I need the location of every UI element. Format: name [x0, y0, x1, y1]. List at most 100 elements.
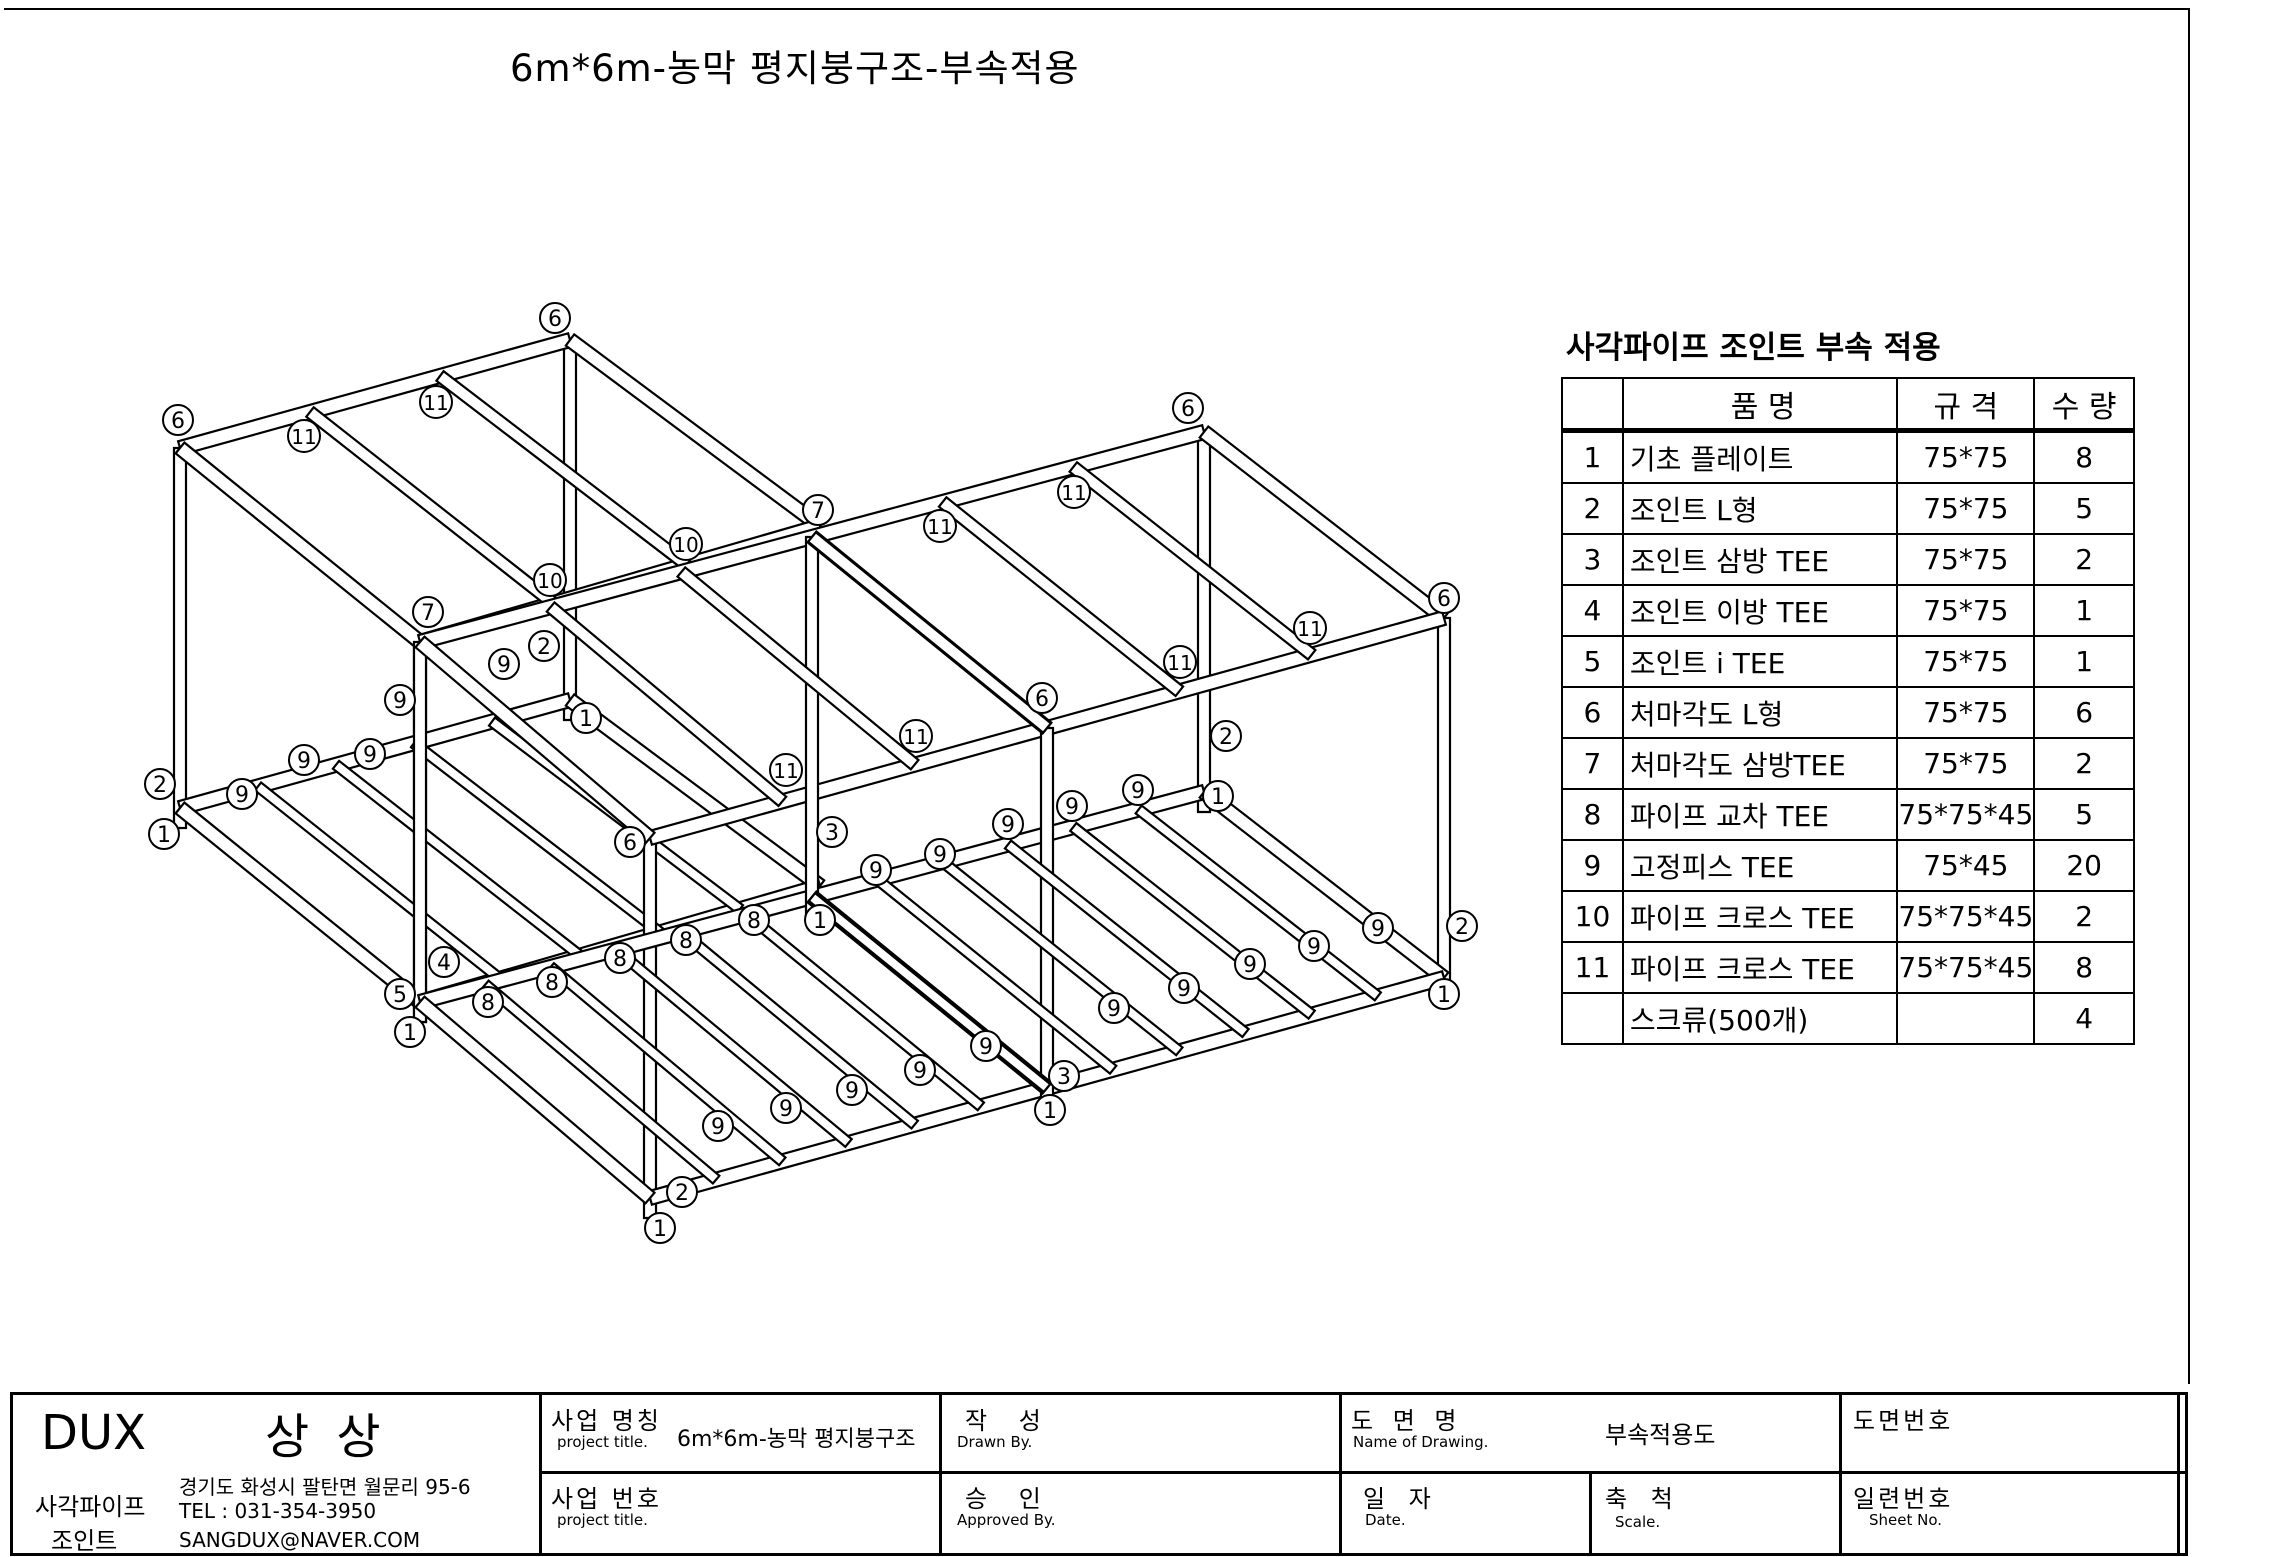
callout-part-number: 10	[537, 569, 562, 593]
callout-circle	[539, 302, 571, 334]
callout-part-number: 3	[825, 821, 839, 846]
callout-part-number: 9	[393, 689, 407, 714]
callout-circle	[488, 648, 520, 680]
callout-part-number: 11	[927, 515, 952, 539]
approved-en: Approved By.	[957, 1511, 1056, 1529]
callout-circle	[288, 744, 320, 776]
bom-cell-name: 기초 플레이트	[1621, 429, 1899, 484]
date-en: Date.	[1365, 1511, 1406, 1529]
bom-cell-no: 11	[1561, 941, 1624, 994]
bom-header-spec: 규 격	[1896, 377, 2036, 433]
bom-cell-no: 4	[1561, 584, 1624, 637]
callout-circle	[1056, 790, 1088, 822]
bom-cell-qty: 5	[2033, 788, 2135, 841]
callout-circle	[1362, 912, 1394, 944]
tb-divider	[1839, 1395, 1842, 1553]
bom-cell-qty: 2	[2033, 533, 2135, 586]
bom-header-qty: 수 량	[2033, 377, 2135, 433]
callout-circle	[412, 596, 444, 628]
callout-circle	[1298, 930, 1330, 962]
callout-part-number: 11	[773, 759, 798, 783]
bom-cell-spec: 75*75	[1896, 686, 2036, 739]
bom-cell-no: 10	[1561, 890, 1624, 943]
callout-part-number: 9	[979, 1035, 993, 1060]
callout-part-number: 1	[1437, 983, 1451, 1008]
callout-part-number: 8	[481, 991, 495, 1016]
bom-cell-no: 3	[1561, 533, 1624, 586]
bom-cell-qty: 8	[2033, 429, 2135, 484]
bom-cell-name: 파이프 교차 TEE	[1621, 788, 1899, 841]
bom-cell-qty: 8	[2033, 941, 2135, 994]
callout-part-number: 6	[623, 831, 637, 856]
bom-cell-qty: 20	[2033, 839, 2135, 892]
pipe-member	[1068, 460, 1317, 661]
callout-circle	[1048, 1060, 1080, 1092]
company-address: 경기도 화성시 팔탄면 월문리 95-6	[179, 1475, 471, 1499]
bom-cell-qty: 2	[2033, 890, 2135, 943]
company-tel: TEL : 031-354-3950	[179, 1499, 377, 1523]
pipe-member	[806, 530, 1053, 735]
callout-circle	[1168, 972, 1200, 1004]
tb-divider	[539, 1471, 2185, 1474]
callout-part-number: 8	[545, 971, 559, 996]
callout-part-number: 1	[1043, 1099, 1057, 1124]
pipe-member	[331, 759, 585, 962]
callout-circle	[804, 904, 836, 936]
callout-circle	[384, 978, 416, 1010]
callout-part-number: 4	[437, 951, 451, 976]
bom-cell-qty: 2	[2033, 737, 2135, 790]
callout-part-number: 9	[1307, 935, 1321, 960]
date-label: 일 자	[1363, 1485, 1434, 1513]
callout-circle	[970, 1030, 1002, 1062]
pipe-member	[1039, 726, 1055, 1110]
bom-header-no	[1561, 377, 1624, 433]
callout-circle	[1446, 910, 1478, 942]
callout-circle	[816, 816, 848, 848]
callout-circle	[384, 684, 416, 716]
callout-part-number: 9	[869, 859, 883, 884]
callout-circle	[1034, 1094, 1066, 1126]
callout-circle	[287, 419, 321, 453]
callout-part-number: 1	[579, 707, 593, 732]
pipe-member	[562, 338, 578, 722]
bom-cell-name: 스크류(500개)	[1621, 992, 1899, 1045]
drawing-title: 6m*6m-농막 평지붕구조-부속적용	[510, 47, 1080, 90]
callout-part-number: 2	[153, 773, 167, 798]
approved-label: 승 인	[965, 1485, 1044, 1513]
callout-part-number: 11	[903, 725, 928, 749]
bom-cell-name: 처마각도 삼방TEE	[1621, 737, 1899, 790]
bom-header-row: 품 명 규 격 수 량	[1561, 377, 2135, 433]
callout-circle	[1210, 720, 1242, 752]
callout-circle	[1428, 582, 1460, 614]
callout-circle	[738, 904, 770, 936]
callout-circle	[1293, 611, 1327, 645]
title-block: DUX 상 상 사각파이프 조인트 경기도 화성시 팔탄면 월문리 95-6 T…	[10, 1392, 2188, 1556]
callout-circle	[226, 778, 258, 810]
callout-circle	[802, 494, 834, 526]
callout-circle	[836, 1074, 868, 1106]
callout-part-number: 6	[1437, 587, 1451, 612]
callout-circle	[1057, 475, 1091, 509]
pipe-member	[1436, 616, 1452, 1000]
product-line-1: 사각파이프	[35, 1493, 146, 1521]
callout-part-number: 5	[393, 983, 407, 1008]
callout-part-number: 1	[813, 909, 827, 934]
callout-circle	[770, 1092, 802, 1124]
tb-divider	[539, 1395, 542, 1553]
bom-cell-no: 5	[1561, 635, 1624, 688]
bom-header-name: 품 명	[1621, 377, 1899, 433]
callout-part-number: 9	[1107, 997, 1121, 1022]
bom-cell-qty: 6	[2033, 686, 2135, 739]
callout-circle	[614, 826, 646, 858]
callout-part-number: 9	[913, 1059, 927, 1084]
callout-circle	[702, 1110, 734, 1142]
bom-cell-spec: 75*75*45	[1896, 941, 2036, 994]
bom-cell-spec: 75*75*45	[1896, 890, 2036, 943]
callout-circle	[570, 702, 602, 734]
bom-cell-spec: 75*75	[1896, 533, 2036, 586]
callout-part-number: 1	[1211, 785, 1225, 810]
